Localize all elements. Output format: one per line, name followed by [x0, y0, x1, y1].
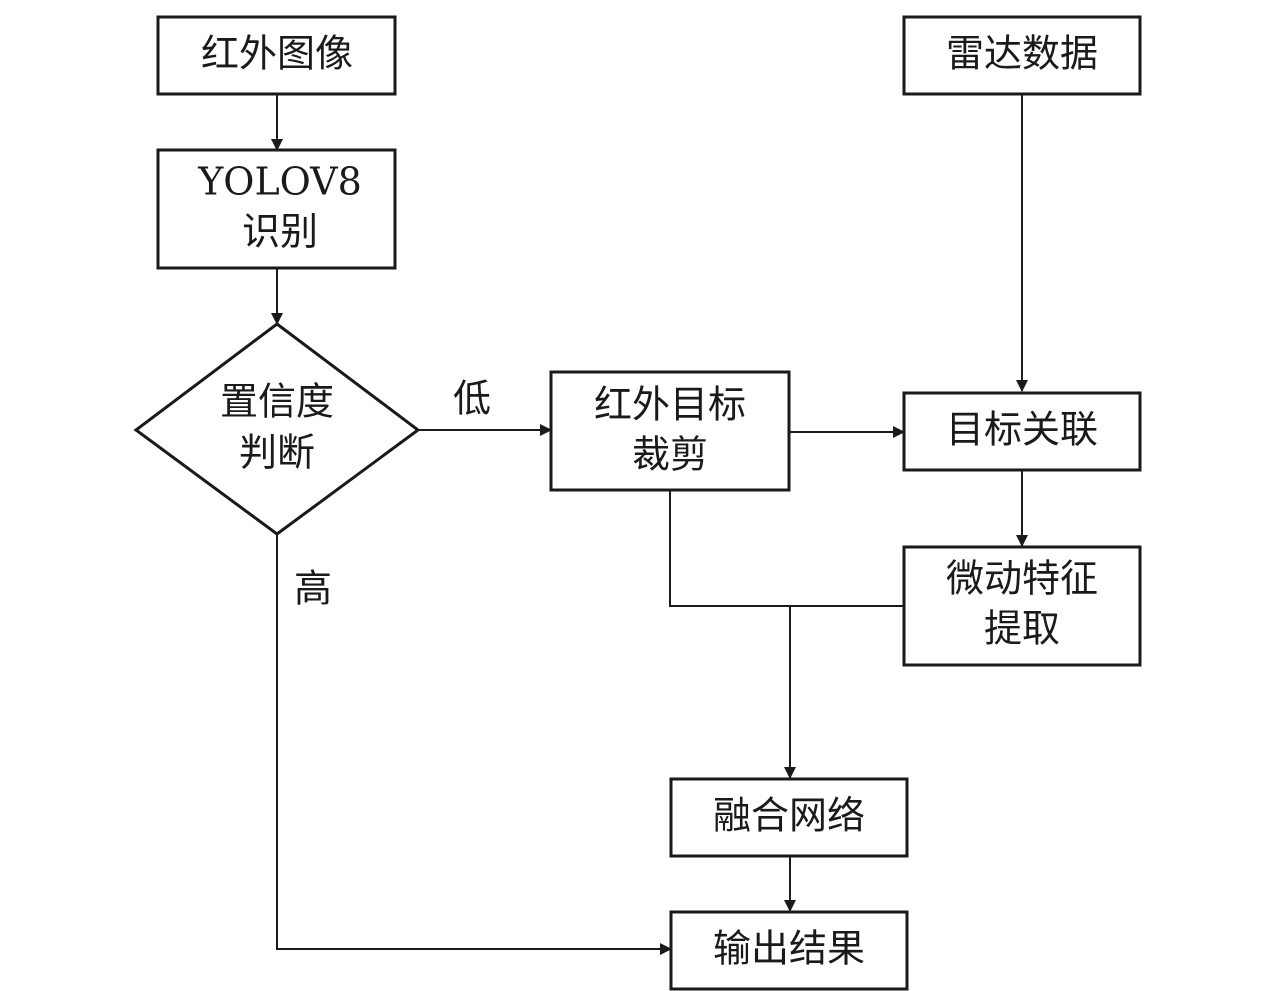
node-yolo-recognition: YOLOV8 识别 [156, 148, 397, 270]
node-infrared-target-crop: 红外目标 裁剪 [549, 370, 791, 492]
node-micro-label-line2: 提取 [984, 607, 1060, 651]
node-infrared-image: 红外图像 [156, 15, 397, 96]
node-confidence-label-line2: 判断 [239, 431, 315, 475]
node-micro-label-line1: 微动特征 [946, 557, 1098, 601]
node-confidence-label-line1: 置信度 [220, 380, 334, 424]
edge-crop-to-merge [669, 490, 790, 607]
node-association-label: 目标关联 [946, 408, 1098, 452]
node-output-result: 输出结果 [669, 910, 909, 991]
node-radar-data-label: 雷达数据 [946, 32, 1098, 76]
edge-label-high: 高 [294, 567, 332, 611]
node-fusion-label: 融合网络 [713, 794, 865, 838]
node-target-association: 目标关联 [902, 391, 1142, 472]
node-yolo-label-line1: YOLOV8 [197, 160, 362, 204]
edge-label-low: 低 [453, 377, 491, 421]
node-radar-data: 雷达数据 [902, 15, 1142, 96]
node-confidence-decision: 置信度 判断 [133, 322, 421, 536]
node-fusion-network: 融合网络 [669, 777, 909, 858]
node-micro-motion-extraction: 微动特征 提取 [902, 545, 1142, 667]
edge-confidence-high-to-output [276, 534, 672, 955]
node-output-label: 输出结果 [713, 927, 865, 971]
node-infrared-image-label: 红外图像 [201, 32, 353, 76]
node-crop-label-line2: 裁剪 [632, 433, 708, 477]
node-yolo-label-line2: 识别 [242, 210, 318, 254]
node-crop-label-line1: 红外目标 [594, 383, 746, 427]
